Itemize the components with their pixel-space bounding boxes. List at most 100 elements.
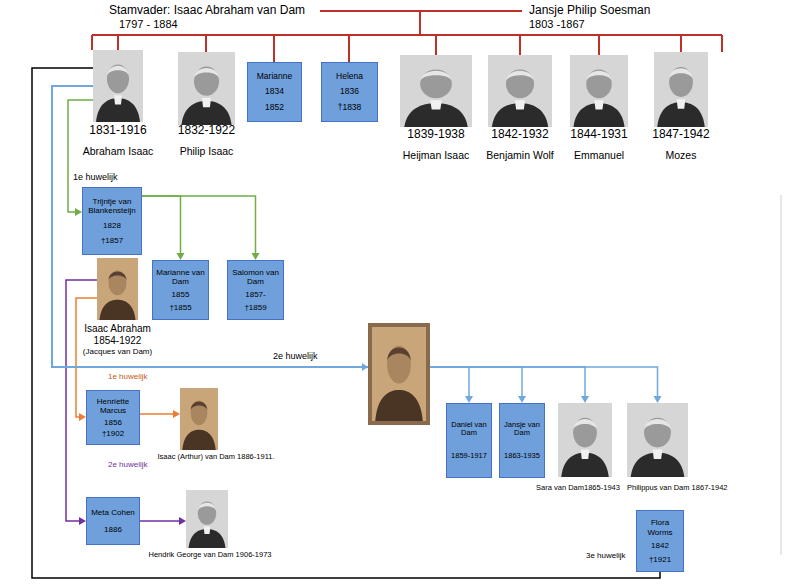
portrait-caption: 1842-1932Benjamin Wolf (486, 128, 554, 161)
family-bracket (348, 35, 350, 62)
connector (142, 196, 260, 260)
caption-text: Hendrik George van Dam 1906-1973 (149, 551, 272, 560)
family-bracket (598, 35, 600, 55)
caption-text: Emmanuel (570, 149, 627, 161)
caption-text: Mozes (652, 149, 709, 161)
connector (32, 68, 660, 578)
note-label: 3e huwelijk (585, 551, 627, 561)
family-bracket (273, 35, 275, 62)
family-bracket (91, 35, 93, 50)
portrait-photo (97, 258, 138, 320)
portrait-caption: Sara van Dam1865-1943 (536, 484, 620, 493)
portrait-caption: Philippus van Dam 1867-1942 (627, 484, 727, 493)
person-text: 1863-1935 (504, 452, 540, 461)
arrowhead (252, 253, 260, 260)
note-label: 1e huwelijk (107, 372, 149, 382)
connector (52, 86, 662, 403)
portrait-caption: Isaac Abraham1854-1922(Jacques van Dam) (83, 323, 152, 356)
portrait-node: Hendrik George van Dam 1906-1973 (186, 490, 228, 548)
caption-text: 1854-1922 (83, 335, 152, 347)
portrait-photo (93, 50, 143, 122)
portrait-node: Isaac (Arthur) van Dam 1886-1911. (180, 388, 218, 450)
note-label: 1797 - 1884 (118, 18, 179, 31)
portrait-caption: 1831-1916Abraham Isaac (83, 124, 154, 157)
caption-text: Benjamin Wolf (486, 149, 554, 161)
person-text: †1921 (649, 555, 671, 564)
person-text: 1834 (265, 87, 284, 97)
connector-line (140, 520, 181, 522)
person-text: Flora Worms (639, 518, 681, 536)
caption-text: 1842-1932 (486, 128, 554, 142)
caption-text: 1839-1938 (403, 128, 470, 142)
person-text: 1859-1917 (451, 452, 487, 461)
connector-line (52, 86, 522, 398)
family-bracket (419, 11, 421, 35)
caption-text: 1847-1942 (652, 128, 709, 142)
portrait-photo (178, 52, 235, 125)
person-text: 1857- (245, 290, 265, 299)
note-label: 1e huwelijk (72, 172, 119, 183)
connector-line (52, 86, 585, 398)
person-text: †1857 (101, 236, 123, 245)
arrowhead (177, 253, 185, 260)
margin-line (781, 195, 782, 555)
person-text: 1836 (340, 87, 359, 97)
note-label: Jansje Philip Soesman (528, 3, 651, 17)
portrait-photo (180, 388, 218, 450)
arrowhead (75, 208, 82, 216)
portrait-photo (654, 52, 708, 127)
connector-line (32, 68, 660, 578)
person-box: Jansje van Dam1863-1935 (499, 403, 545, 478)
portrait-node: 1842-1932Benjamin Wolf (488, 55, 552, 127)
person-text: †1855 (169, 303, 191, 312)
person-text: Helena (336, 72, 363, 82)
arrowhead (581, 396, 589, 403)
connector-line (52, 86, 658, 398)
edge-label: 2e huwelijk (272, 351, 319, 362)
portrait-caption: 1839-1938Heijman Isaac (403, 128, 470, 161)
arrowhead (179, 517, 186, 525)
person-text: 1852 (265, 103, 284, 113)
person-box: Meta Cohen1886 (86, 497, 140, 545)
portrait-photo (400, 55, 472, 127)
caption-text: Sara van Dam1865-1943 (536, 484, 620, 493)
family-bracket (519, 35, 521, 55)
caption-text: 1832-1922 (178, 124, 235, 138)
caption-text: Heijman Isaac (403, 149, 470, 161)
caption-text: (Jacques van Dam) (83, 347, 152, 356)
portrait-photo (372, 327, 426, 421)
caption-text: Philippus van Dam 1867-1942 (627, 484, 727, 493)
portrait-caption: 1844-1931Emmanuel (570, 128, 627, 161)
person-box: Marianne 1834 1852 (247, 62, 302, 122)
person-box: Daniel van Dam 1859-1917 (446, 403, 492, 478)
caption-text: Isaac Abraham (83, 323, 152, 335)
family-bracket (92, 34, 722, 36)
portrait-caption: 1832-1922Philip Isaac (178, 124, 235, 157)
person-text: †1902 (102, 429, 124, 438)
person-text: Daniel van Dam (449, 421, 489, 438)
arrowhead (518, 396, 526, 403)
connector (142, 196, 185, 260)
connector (52, 86, 526, 403)
portrait-caption: Isaac (Arthur) van Dam 1886-1911. (158, 453, 275, 462)
connector (140, 410, 180, 418)
connector-line (142, 196, 181, 255)
person-text: Marianne van Dam (155, 268, 206, 286)
family-bracket (205, 35, 207, 52)
caption-text: Abraham Isaac (83, 145, 154, 157)
person-text: Henriette Marcus (89, 397, 137, 415)
caption-text: 1831-1916 (83, 124, 154, 138)
arrowhead (79, 413, 86, 421)
caption-text: Philip Isaac (178, 145, 235, 157)
portrait-node: 1847-1942Mozes (654, 52, 708, 127)
portrait-photo (627, 403, 688, 477)
portrait-photo (186, 490, 228, 548)
portrait-node: 1831-1916Abraham Isaac (93, 50, 143, 122)
arrowhead (173, 410, 180, 418)
arrowhead (654, 396, 662, 403)
person-text: Marianne (257, 72, 292, 82)
person-text: 1856 (104, 418, 122, 427)
portrait-photo (570, 55, 628, 127)
note-label: 1803 -1867 (528, 18, 586, 31)
portrait-caption: Hendrik George van Dam 1906-1973 (149, 551, 272, 560)
